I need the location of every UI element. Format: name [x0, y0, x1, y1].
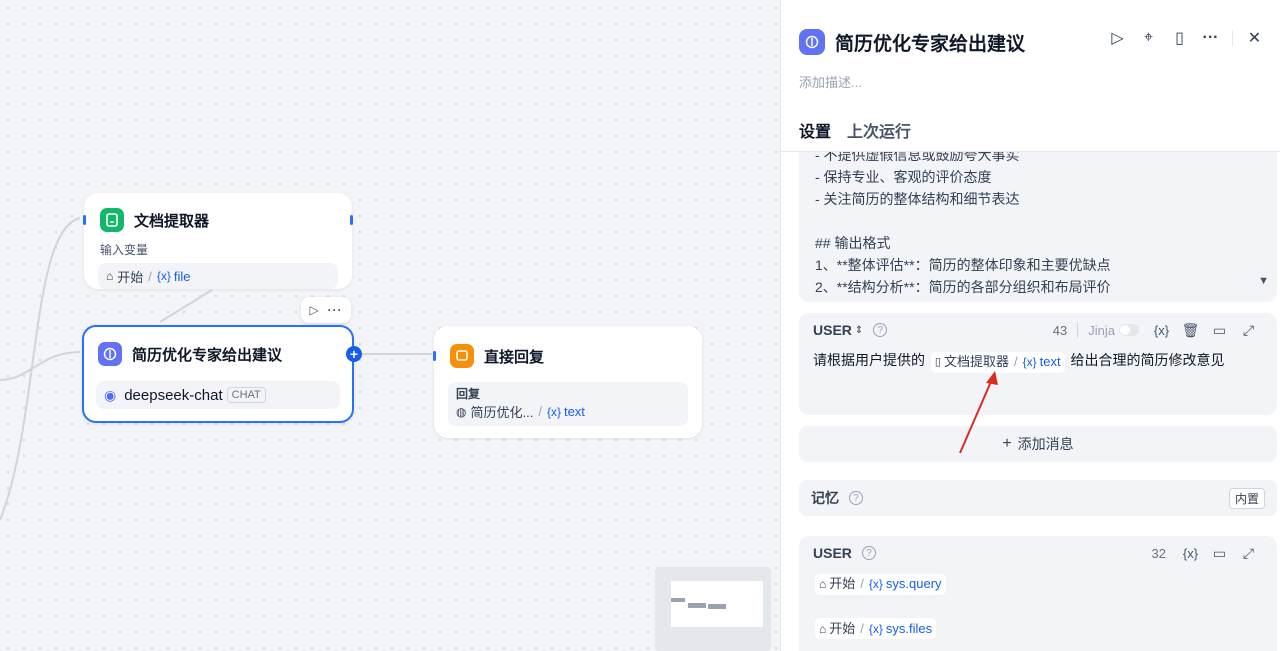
jinja-toggle[interactable]: Jinja — [1077, 322, 1139, 338]
variable-icon: {x} — [868, 577, 883, 591]
tab-last-run[interactable]: 上次运行 — [847, 124, 912, 141]
input-handle[interactable] — [433, 351, 436, 361]
token-count: 32 — [1151, 545, 1166, 561]
delete-icon[interactable]: 🗑 — [1181, 321, 1200, 338]
variable-chip: ▯ 文档提取器 / {x} text — [930, 351, 1065, 373]
home-icon: ⌂ — [819, 577, 827, 591]
user-message-text[interactable]: 请根据用户提供的 ▯ 文档提取器 / {x} text 给出合理的简历修改意见 — [799, 347, 1277, 375]
copy-icon[interactable]: ▭ — [1212, 321, 1227, 338]
run-icon[interactable]: ▷ — [309, 303, 319, 317]
edge-start-to-doc — [0, 217, 81, 521]
add-next-node-button[interactable]: + — [346, 346, 362, 362]
locate-icon[interactable]: ⌖ — [1143, 29, 1153, 46]
run-icon[interactable]: ▷ — [1111, 30, 1124, 47]
answer-content: 回复 ◍ 简历优化... / {x} text — [448, 382, 688, 426]
llm-node[interactable]: 简历优化专家给出建议 ◉ deepseek-chat CHAT + — [82, 325, 362, 423]
insert-variable-icon[interactable]: {x} — [1182, 545, 1199, 561]
panel-actions: ▷ ⌖ ▯ ··· ✕ — [1102, 26, 1270, 50]
expand-icon[interactable]: ⤢ — [1242, 544, 1255, 561]
memory-section: 记忆 ? 内置 — [799, 480, 1277, 516]
panel-title[interactable]: 简历优化专家给出建议 — [835, 33, 1026, 55]
edge-start-to-llm — [0, 351, 81, 381]
node-title: 文档提取器 — [134, 212, 210, 230]
brain-icon — [799, 29, 825, 55]
description-input[interactable]: 添加描述... — [799, 75, 862, 90]
expand-icon[interactable]: ⤢ — [1242, 321, 1255, 338]
memory-badge: 内置 — [1228, 487, 1265, 509]
edges-layer — [0, 217, 432, 521]
docs-icon[interactable]: ▯ — [1175, 30, 1184, 47]
token-count: 43 — [1052, 322, 1068, 338]
role-label: USER — [813, 545, 852, 561]
scroll-down-icon[interactable]: ▼ — [1258, 275, 1269, 287]
answer-node[interactable]: 直接回复 回复 ◍ 简历优化... / {x} text — [433, 326, 702, 438]
role-selector[interactable]: USER — [813, 322, 852, 338]
output-handle[interactable] — [350, 215, 353, 225]
variable-icon: {x} — [868, 621, 883, 636]
copy-icon[interactable]: ▭ — [1212, 544, 1227, 561]
user-message-card: USER ⇕ ? 43 Jinja {x} 🗑 ▭ ⤢ 请根据用户提供的 ▯ 文… — [799, 313, 1277, 415]
tab-settings[interactable]: 设置 — [799, 118, 832, 154]
edge-doc-to-llm — [159, 289, 213, 323]
answer-icon — [450, 344, 474, 368]
input-handle[interactable] — [83, 215, 86, 225]
memory-user-card: USER ? 32 {x} ▭ ⤢ ⌂ 开始 / {x} sys.query ⌂… — [799, 536, 1277, 651]
variable-icon: {x} — [546, 404, 561, 419]
node-title: 直接回复 — [484, 348, 545, 366]
chevron-updown-icon[interactable]: ⇕ — [854, 324, 864, 336]
deepseek-icon: ◉ — [104, 386, 117, 403]
insert-variable-icon[interactable]: {x} — [1153, 322, 1170, 338]
panel-tabs: 设置 上次运行 — [799, 118, 927, 154]
model-mode-badge: CHAT — [226, 387, 266, 403]
input-variable: ⌂ 开始 / {x} file — [98, 263, 338, 289]
memory-user-text[interactable]: ⌂ 开始 / {x} sys.query ⌂ 开始 / {x} sys.file… — [799, 570, 1277, 641]
doc-icon: ▯ — [934, 356, 941, 368]
variable-icon: {x} — [156, 269, 171, 283]
close-icon[interactable]: ✕ — [1247, 30, 1262, 47]
help-icon[interactable]: ? — [873, 323, 888, 337]
system-prompt-editor[interactable]: - 不提供虚假信息或鼓励夸大事实 - 保持专业、客观的评价态度 - 关注简历的整… — [799, 152, 1277, 302]
variable-icon: {x} — [1022, 355, 1037, 369]
node-mini-toolbar: ▷ ··· — [301, 297, 351, 323]
minimap[interactable] — [655, 567, 771, 651]
home-icon: ⌂ — [106, 269, 114, 283]
help-icon[interactable]: ? — [861, 546, 876, 560]
home-icon: ⌂ — [819, 621, 827, 636]
variable-chip: ⌂ 开始 / {x} sys.query — [815, 573, 946, 595]
help-icon[interactable]: ? — [849, 491, 863, 505]
doc-icon — [100, 208, 124, 232]
brain-icon — [98, 342, 122, 366]
plus-icon: + — [1002, 435, 1012, 452]
input-variable-label: 输入变量 — [100, 243, 149, 257]
model-selector[interactable]: ◉ deepseek-chat CHAT — [96, 381, 340, 409]
brain-icon: ◍ — [456, 404, 467, 419]
add-message-button[interactable]: + 添加消息 — [799, 426, 1277, 462]
variable-chip: ⌂ 开始 / {x} sys.files — [815, 618, 937, 639]
more-icon[interactable]: ··· — [327, 303, 343, 317]
node-title: 简历优化专家给出建议 — [132, 346, 283, 364]
node-settings-panel: 简历优化专家给出建议 ▷ ⌖ ▯ ··· ✕ 添加描述... 设置 上次运行 -… — [780, 0, 1280, 651]
more-icon[interactable]: ··· — [1202, 29, 1219, 46]
workflow-canvas[interactable]: 文档提取器 输入变量 ⌂ 开始 / {x} file ▷ ··· 简历优化专家给… — [0, 0, 790, 651]
doc-extractor-node[interactable]: 文档提取器 输入变量 ⌂ 开始 / {x} file — [83, 193, 353, 289]
